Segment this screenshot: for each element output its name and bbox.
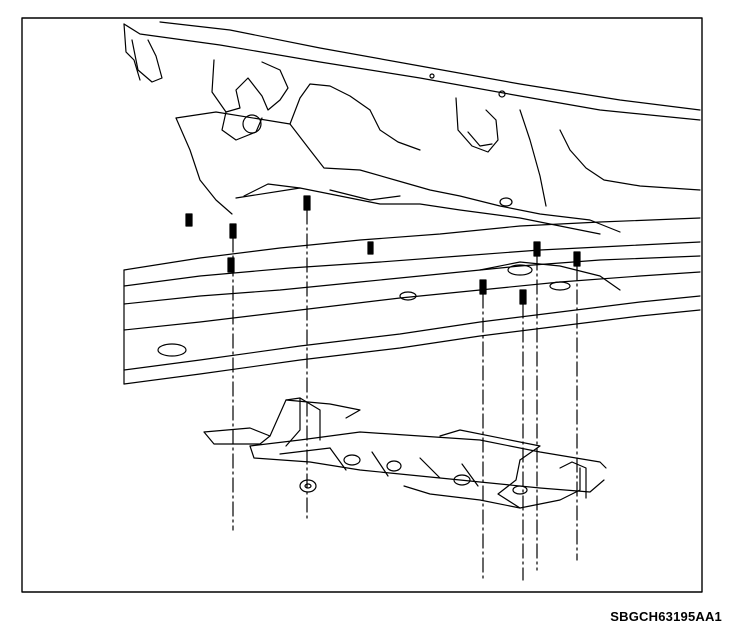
bolt: [533, 241, 541, 571]
bolt: [367, 241, 374, 255]
illustration-border: [21, 17, 703, 593]
plate-hole: [157, 343, 187, 357]
bracket-hole: [453, 474, 471, 486]
bolt: [573, 251, 581, 561]
bolt: [519, 289, 527, 581]
plate-hole: [549, 281, 571, 291]
bolt: [229, 223, 237, 531]
vehicle-underbody-frame: [123, 21, 701, 235]
mid-crossmember-plate: [123, 217, 701, 385]
plate-hole: [399, 291, 417, 301]
bolt: [227, 257, 235, 273]
figure-code: SBGCH63195AA1: [610, 609, 722, 624]
nut: [299, 479, 317, 493]
mounting-bolts: [185, 195, 581, 581]
lower-mounting-bracket: [203, 397, 607, 509]
bolt: [185, 213, 193, 227]
bracket-hole: [343, 454, 361, 466]
bolt: [479, 279, 487, 581]
bracket-hole: [386, 460, 402, 472]
bracket-hole: [512, 485, 528, 495]
plate-hole: [507, 264, 533, 276]
bolt: [303, 195, 311, 521]
